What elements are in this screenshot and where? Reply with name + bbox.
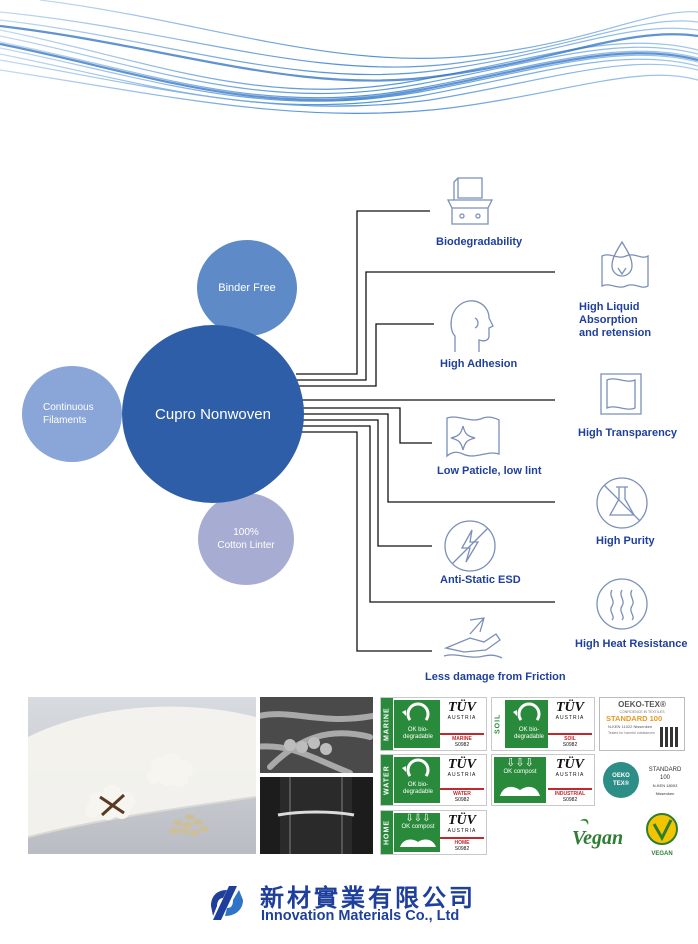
feature-less-friction: Less damage from Friction bbox=[425, 671, 566, 683]
fiber-tube-photo bbox=[260, 777, 373, 854]
continuous-label-line2: Filaments bbox=[43, 415, 87, 426]
cotton-label-line2: Cotton Linter bbox=[217, 540, 275, 551]
tuv-logo: TÜV bbox=[556, 700, 584, 715]
tuv-logo: TÜV bbox=[448, 813, 476, 828]
feature-high-adhesion: High Adhesion bbox=[440, 358, 518, 370]
oeko-number: N-KEN 11022 Nissenken bbox=[608, 724, 653, 729]
oeko-subtitle: CONFIDENCE IN TEXTILES bbox=[619, 710, 665, 714]
cotton-label-line1: 100% bbox=[233, 527, 259, 538]
head-profile-icon bbox=[450, 300, 494, 352]
tuv-logo: TÜV bbox=[448, 757, 476, 772]
container-icon bbox=[446, 177, 494, 225]
feature-anti-static: Anti-Static ESD bbox=[440, 574, 521, 586]
company-name-chinese: 新材實業有限公司 bbox=[260, 884, 476, 912]
soil-side-label: SOIL bbox=[492, 698, 504, 750]
home-side-label: HOME bbox=[381, 811, 393, 854]
water-side-label: WATER bbox=[381, 755, 393, 805]
company-logo-icon bbox=[211, 886, 243, 920]
continuous-label-line1: Continuous bbox=[43, 402, 94, 413]
center-label: Cupro Nonwoven bbox=[155, 405, 271, 423]
qr-code-icon bbox=[660, 727, 680, 747]
oeko-tex-badge: OEKO TEX® bbox=[603, 762, 639, 798]
nonwoven-cotton-photo bbox=[28, 697, 256, 854]
feature-heat-resistance: High Heat Resistance bbox=[575, 638, 688, 650]
ok-biodegradable-panel: OK bio- degradable bbox=[394, 757, 442, 803]
tuv-logo: TÜV bbox=[556, 757, 584, 772]
header-wave-decoration bbox=[0, 0, 698, 150]
vegan-script-logo: Vegan bbox=[570, 815, 638, 855]
ok-compost-panel: ⇩⇩⇩ OK compost bbox=[494, 757, 546, 803]
water-drop-icon bbox=[601, 240, 649, 288]
oeko-standard: STANDARD 100 bbox=[606, 714, 663, 723]
oeko-tex-label-certificate: OEKO-TEX® CONFIDENCE IN TEXTILES STANDAR… bbox=[599, 697, 685, 751]
feature-high-purity: High Purity bbox=[596, 535, 655, 547]
tuv-water-certificate: WATER OK bio- degradable TÜV AUSTRIA WAT… bbox=[380, 754, 487, 806]
oeko-standard-100: STANDARD 100 N-KEN 18003 Nissenken bbox=[648, 767, 682, 796]
vegan-badge: VEGAN bbox=[645, 812, 679, 857]
cupro-nonwoven-center-circle: Cupro Nonwoven bbox=[122, 325, 304, 503]
heat-waves-icon bbox=[596, 578, 648, 630]
friction-hand-icon bbox=[443, 617, 503, 659]
continuous-filaments-circle: Continuous Filaments bbox=[22, 366, 122, 462]
cotton-linter-circle: 100% Cotton Linter bbox=[198, 493, 294, 585]
oeko-tested: Tested for harmful substances bbox=[608, 731, 655, 735]
sparkle-sheet-icon bbox=[446, 416, 500, 458]
fiber-microscope-photo bbox=[260, 697, 373, 773]
no-flask-icon bbox=[596, 477, 648, 529]
marine-side-label: MARINE bbox=[381, 698, 393, 750]
tuv-marine-certificate: MARINE OK bio- degradable TÜV AUSTRIA MA… bbox=[380, 697, 487, 751]
binder-free-label: Binder Free bbox=[218, 282, 276, 294]
oeko-title: OEKO-TEX® bbox=[618, 700, 666, 709]
connector-lines bbox=[296, 210, 555, 652]
transparent-sheet-icon bbox=[600, 373, 642, 415]
tuv-logo: TÜV bbox=[448, 700, 476, 715]
ok-compost-panel: ⇩⇩⇩ OK compost bbox=[394, 813, 442, 852]
ok-biodegradable-panel: OK bio- degradable bbox=[394, 700, 442, 748]
feature-liquid-absorption: High Liquid Absorption and retension bbox=[579, 301, 697, 340]
liquid-line1: High Liquid Absorption bbox=[579, 301, 640, 326]
ok-biodegradable-panel: OK bio- degradable bbox=[505, 700, 553, 748]
binder-free-circle: Binder Free bbox=[197, 240, 297, 336]
no-static-icon bbox=[444, 520, 496, 572]
liquid-line2: and retension bbox=[579, 327, 652, 339]
company-name-english: Innovation Materials Co., Ltd bbox=[261, 908, 460, 924]
feature-high-transparency: High Transparency bbox=[578, 427, 678, 439]
feature-biodegradability: Biodegradability bbox=[436, 236, 523, 248]
tuv-soil-certificate: SOIL OK bio- degradable TÜV AUSTRIA SOIL… bbox=[491, 697, 595, 751]
feature-low-particle: Low Paticle, low lint bbox=[437, 465, 542, 477]
